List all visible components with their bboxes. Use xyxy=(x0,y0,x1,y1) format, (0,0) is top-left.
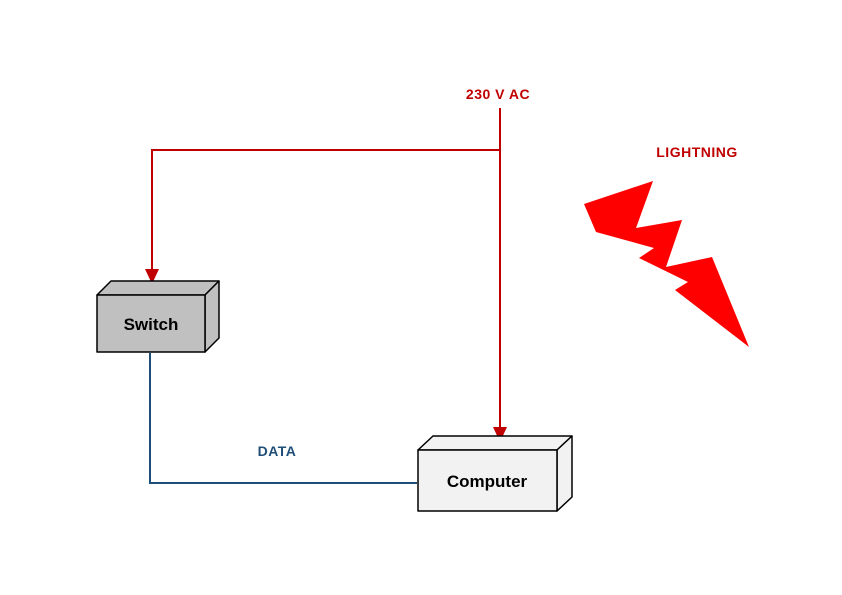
power-arrow-computer-icon xyxy=(493,427,507,442)
computer-box-front-face xyxy=(417,449,558,512)
computer-box-top-face xyxy=(417,435,573,451)
switch-label: Switch xyxy=(124,315,179,334)
data-label: DATA xyxy=(258,443,297,459)
lightning-label: LIGHTNING xyxy=(656,144,738,160)
power-line-branch xyxy=(151,149,500,270)
computer-label: Computer xyxy=(447,472,528,491)
data-line xyxy=(149,353,417,484)
lightning-bolt-icon xyxy=(584,181,749,347)
power-arrow-switch-icon xyxy=(145,269,159,284)
switch-box-front-face xyxy=(96,294,206,353)
switch-box-top-face xyxy=(96,280,220,296)
computer-box-side-face xyxy=(556,435,573,512)
switch-node: Switch xyxy=(96,280,220,353)
power-label: 230 V AC xyxy=(466,86,530,102)
computer-node: Computer xyxy=(417,435,573,512)
